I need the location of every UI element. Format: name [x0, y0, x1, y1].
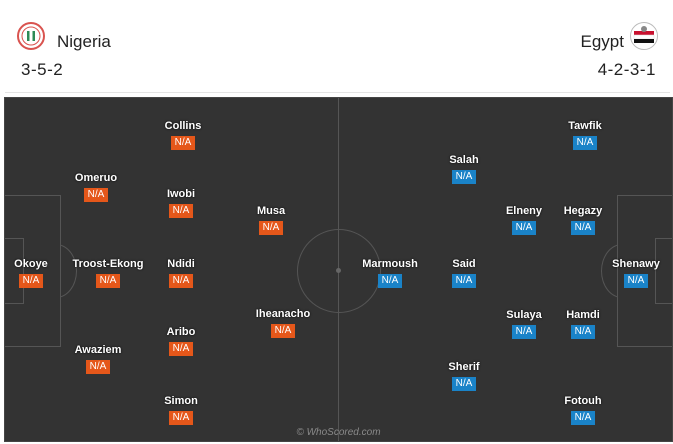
home-player[interactable]: Aribo N/A: [136, 326, 226, 356]
player-rating: N/A: [570, 221, 596, 235]
player-name: Said: [452, 258, 476, 270]
player-name: Iheanacho: [255, 308, 311, 320]
player-rating: N/A: [451, 274, 477, 288]
player-name: Marmoush: [362, 258, 418, 270]
player-name: Okoye: [14, 258, 48, 270]
away-team-name: Egypt: [580, 32, 624, 51]
player-name: Hamdi: [566, 309, 600, 321]
away-formation: 4-2-3-1: [597, 60, 656, 79]
player-rating: N/A: [168, 204, 194, 218]
player-rating: N/A: [570, 411, 596, 425]
player-name: Omeruo: [74, 172, 118, 184]
player-name: Awaziem: [74, 344, 122, 356]
player-rating: N/A: [511, 325, 537, 339]
center-circle: [297, 229, 381, 313]
home-player[interactable]: Iwobi N/A: [136, 188, 226, 218]
player-rating: N/A: [85, 360, 111, 374]
player-rating: N/A: [511, 221, 537, 235]
player-name: Tawfik: [568, 120, 602, 132]
away-player[interactable]: Tawfik N/A: [540, 120, 630, 150]
away-player[interactable]: Elneny N/A: [479, 205, 569, 235]
player-rating: N/A: [170, 136, 196, 150]
player-name: Elneny: [505, 205, 543, 217]
home-player[interactable]: Simon N/A: [136, 395, 226, 425]
player-name: Fotouh: [564, 395, 602, 407]
pitch: Okoye N/A Omeruo N/A Troost-Ekong N/A Aw…: [4, 97, 673, 442]
home-formation: 3-5-2: [21, 60, 64, 79]
nigeria-crest-icon: [17, 22, 45, 50]
center-spot: [336, 268, 341, 273]
home-player[interactable]: Collins N/A: [138, 120, 228, 150]
player-rating: N/A: [95, 274, 121, 288]
player-rating: N/A: [572, 136, 598, 150]
player-name: Iwobi: [166, 188, 196, 200]
player-rating: N/A: [83, 188, 109, 202]
home-team-name: Nigeria: [57, 32, 111, 51]
away-player[interactable]: Said N/A: [419, 258, 509, 288]
home-player[interactable]: Okoye N/A: [5, 258, 76, 288]
player-rating: N/A: [377, 274, 403, 288]
away-player[interactable]: Salah N/A: [419, 154, 509, 184]
player-name: Ndidi: [167, 258, 195, 270]
player-name: Musa: [256, 205, 286, 217]
player-rating: N/A: [168, 342, 194, 356]
player-name: Troost-Ekong: [72, 258, 144, 270]
match-header: Nigeria 3-5-2 Egypt 4-2-3-1: [5, 4, 670, 93]
player-rating: N/A: [168, 411, 194, 425]
away-player[interactable]: Hamdi N/A: [538, 309, 628, 339]
player-rating: N/A: [451, 170, 477, 184]
home-player[interactable]: Musa N/A: [226, 205, 316, 235]
away-player[interactable]: Shenawy N/A: [591, 258, 672, 288]
left-goal-area: [5, 238, 24, 304]
player-rating: N/A: [270, 324, 296, 338]
player-rating: N/A: [623, 274, 649, 288]
away-player[interactable]: Sherif N/A: [419, 361, 509, 391]
player-rating: N/A: [451, 377, 477, 391]
player-rating: N/A: [570, 325, 596, 339]
player-rating: N/A: [258, 221, 284, 235]
home-player[interactable]: Awaziem N/A: [53, 344, 143, 374]
away-player[interactable]: Hegazy N/A: [538, 205, 628, 235]
watermark: © WhoScored.com: [296, 427, 381, 438]
player-name: Collins: [164, 120, 202, 132]
player-name: Sulaya: [506, 309, 542, 321]
player-name: Shenawy: [612, 258, 660, 270]
player-name: Salah: [449, 154, 479, 166]
home-player[interactable]: Iheanacho N/A: [238, 308, 328, 338]
away-player[interactable]: Fotouh N/A: [538, 395, 628, 425]
egypt-crest-icon: [630, 22, 658, 50]
away-player[interactable]: Sulaya N/A: [479, 309, 569, 339]
right-goal-area: [655, 238, 672, 304]
home-player[interactable]: Troost-Ekong N/A: [63, 258, 153, 288]
player-name: Simon: [164, 395, 198, 407]
home-player[interactable]: Omeruo N/A: [51, 172, 141, 202]
away-player[interactable]: Marmoush N/A: [345, 258, 435, 288]
player-name: Sherif: [448, 361, 480, 373]
player-rating: N/A: [168, 274, 194, 288]
player-rating: N/A: [18, 274, 44, 288]
player-name: Hegazy: [563, 205, 603, 217]
player-name: Aribo: [166, 326, 196, 338]
home-player[interactable]: Ndidi N/A: [136, 258, 226, 288]
